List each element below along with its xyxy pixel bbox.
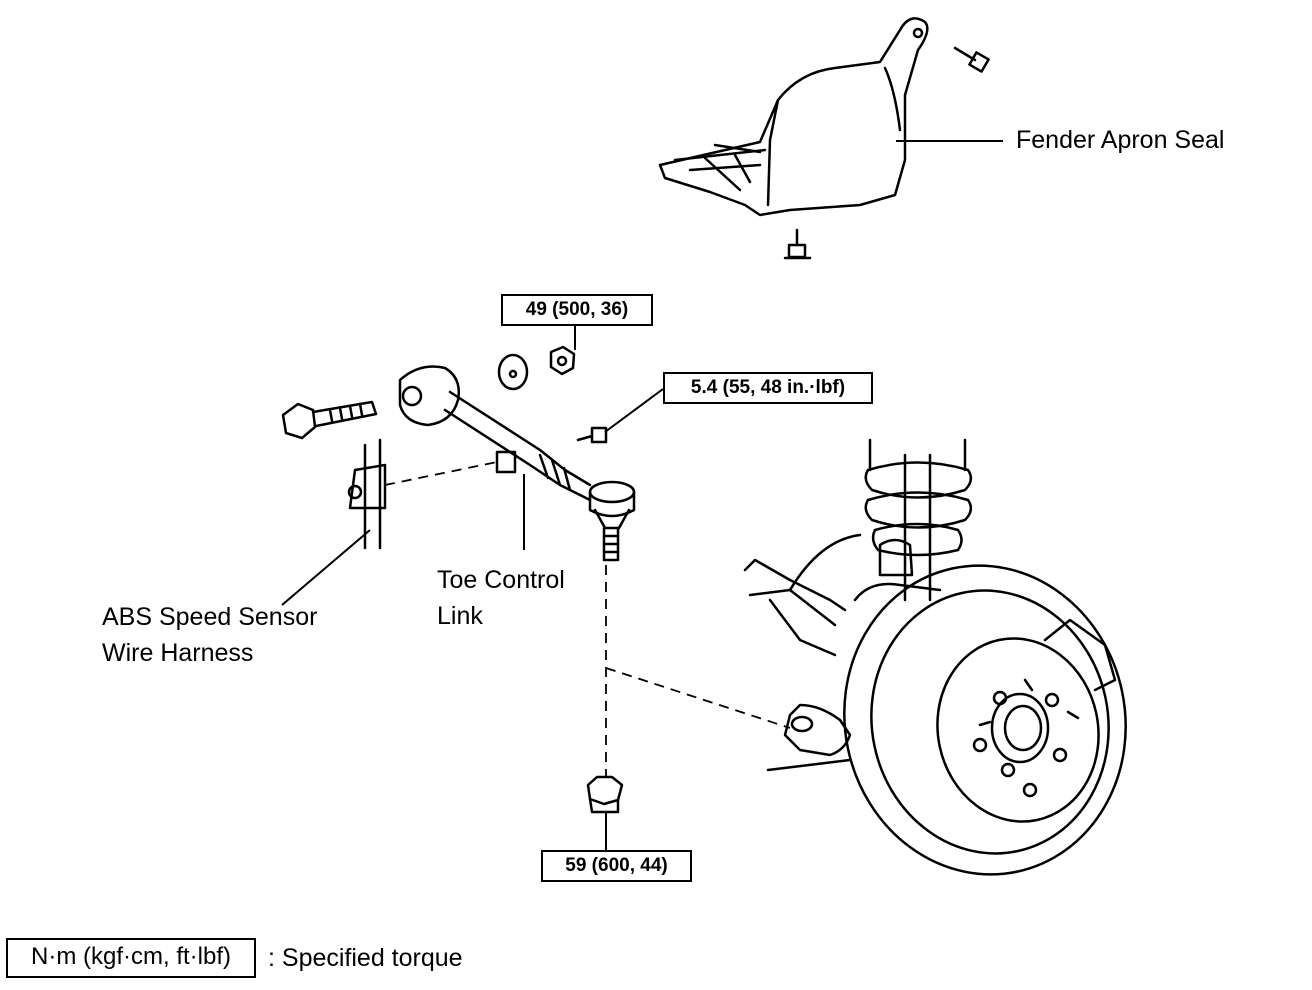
- knuckle-and-arm: [743, 533, 942, 772]
- torque-bracket-bolt: 5.4 (55, 48 in.·lbf): [663, 372, 873, 404]
- label-fender-apron-seal: Fender Apron Seal: [1016, 126, 1225, 154]
- torque-lower-nut: 59 (600, 44): [541, 850, 692, 882]
- torque-upper-nut: 49 (500, 36): [501, 294, 653, 326]
- leader-lines: [281, 140, 1003, 850]
- legend-text: : Specified torque: [268, 944, 463, 972]
- label-abs-sensor-line1: ABS Speed Sensor: [102, 603, 318, 631]
- alignment-lines: [384, 461, 791, 778]
- leader-bracket-bolt: [604, 388, 664, 433]
- label-toe-control-link-line1: Toe Control: [437, 566, 565, 594]
- lower-nut: [586, 775, 624, 814]
- long-bolt: [281, 400, 378, 440]
- fender-apron-seal-part: [658, 17, 929, 217]
- leader-abs-sensor: [281, 529, 371, 606]
- seal-bolt-top: [953, 46, 990, 73]
- washer: [497, 353, 529, 391]
- seal-bolt-bottom: [783, 228, 812, 260]
- nut: [549, 345, 576, 376]
- legend-unit-box: N·m (kgf·cm, ft·lbf): [6, 938, 256, 978]
- bracket-bolt: [576, 426, 608, 444]
- brake-disc: [843, 564, 1127, 876]
- toe-control-link-part: [398, 365, 636, 562]
- label-toe-control-link-line2: Link: [437, 602, 483, 630]
- label-abs-sensor-line2: Wire Harness: [102, 639, 254, 667]
- abs-sensor-bracket: [347, 438, 387, 550]
